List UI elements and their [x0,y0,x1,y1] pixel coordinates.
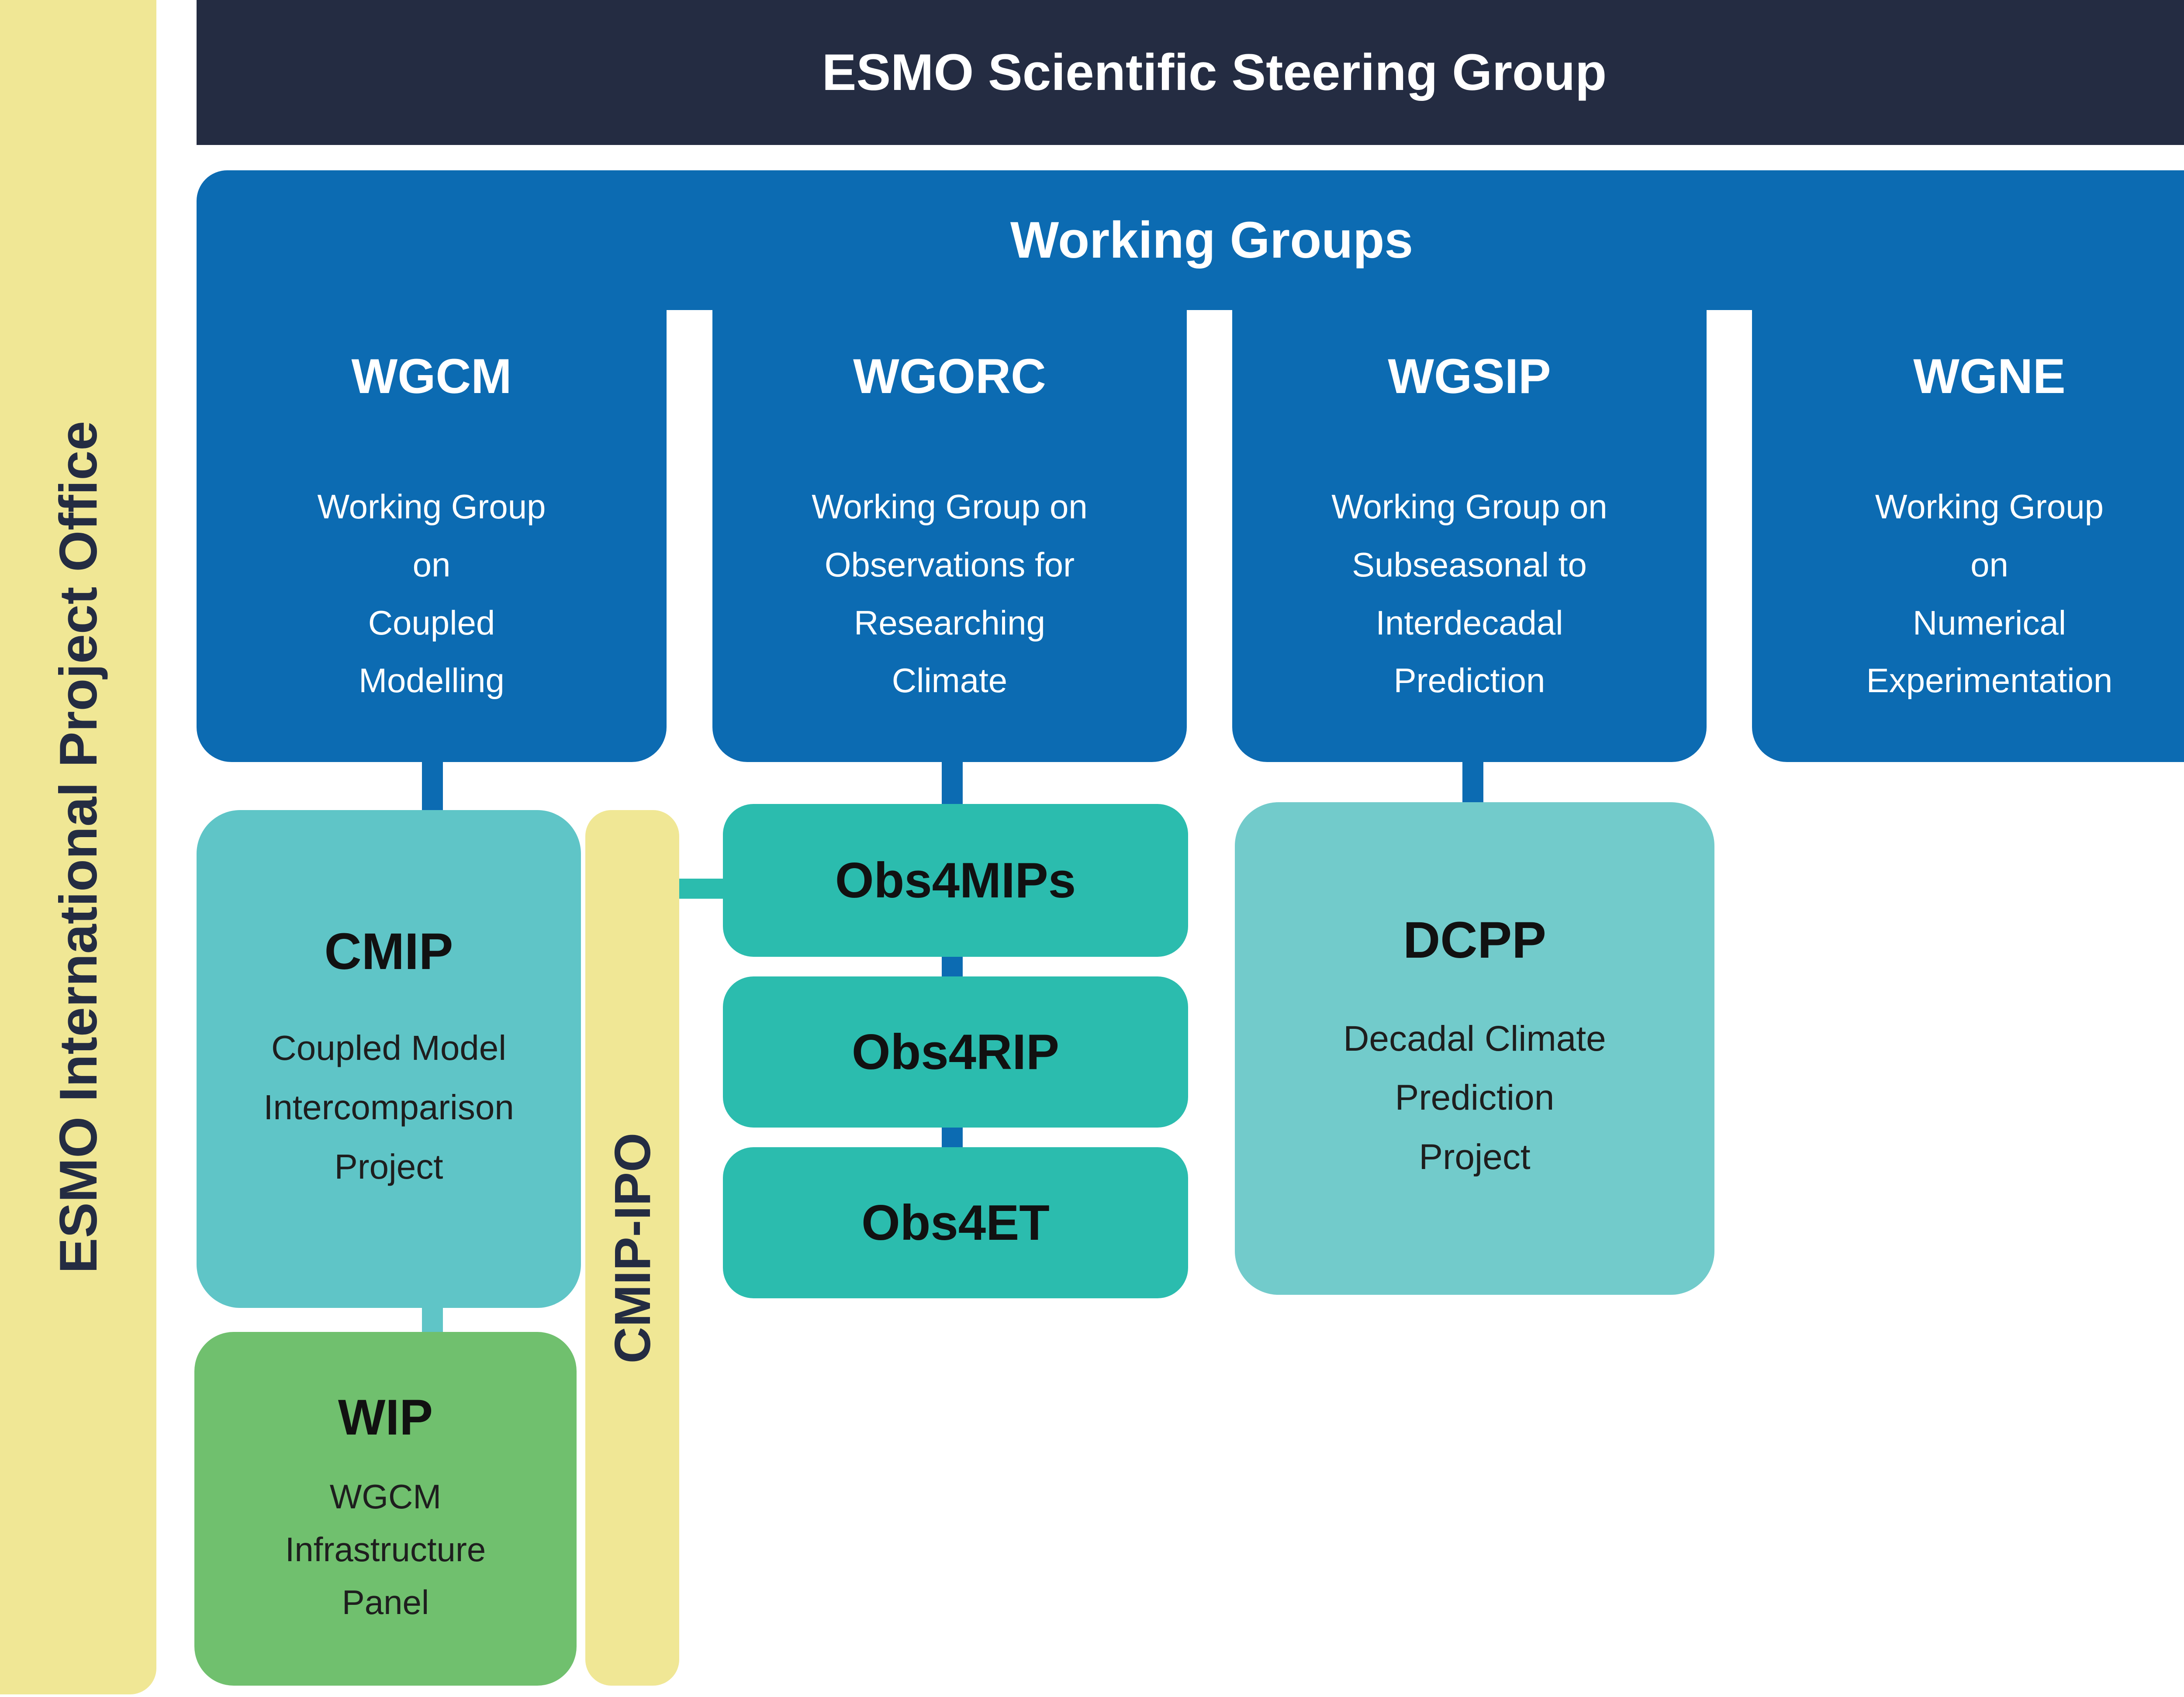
wip-box: WIP WGCM Infrastructure Panel [194,1332,577,1686]
wip-description: WGCM Infrastructure Panel [285,1477,486,1621]
wgne-description: Working Group on Numerical Experimentati… [1866,487,2113,700]
wg-column-wgne: WGNE Working Group on Numerical Experime… [1752,306,2184,762]
connector-wgorc-obs4mips [942,758,963,808]
obs4mips-box: Obs4MIPs [723,804,1188,957]
wg-column-wgorc: WGORC Working Group on Observations for … [712,306,1187,762]
obs4rip-label: Obs4RIP [851,1024,1060,1080]
wgsip-acronym: WGSIP [1388,349,1551,404]
connector-cmipipo-obs4mips [673,879,727,899]
connector-wgcm-cmip [422,758,443,814]
dcpp-box: DCPP Decadal Climate Prediction Project [1235,802,1714,1295]
wgcm-description: Working Group on Coupled Modelling [317,487,546,700]
dcpp-description: Decadal Climate Prediction Project [1343,1019,1606,1177]
obs4mips-label: Obs4MIPs [835,852,1076,908]
cmip-ipo-strip: CMIP-IPO [585,810,679,1686]
steering-group-banner: ESMO Scientific Steering Group [197,0,2184,145]
connector-wgsip-dcpp [1462,758,1483,807]
steering-group-title: ESMO Scientific Steering Group [822,44,1607,101]
sidebar-label: ESMO International Project Office [48,421,108,1274]
cmip-ipo-label: CMIP-IPO [604,1132,661,1363]
obs4et-box: Obs4ET [723,1147,1188,1298]
obs4et-label: Obs4ET [861,1195,1050,1251]
cmip-description: Coupled Model Intercomparison Project [263,1028,514,1186]
connector-obs4rip-obs4et [942,1123,963,1152]
wgorc-acronym: WGORC [853,349,1046,404]
cmip-box: CMIP Coupled Model Intercomparison Proje… [197,810,581,1308]
connector-obs4mips-obs4rip [942,952,963,981]
wgsip-description: Working Group on Subseasonal to Interdec… [1331,487,1607,700]
dcpp-acronym: DCPP [1403,911,1546,969]
wip-acronym: WIP [338,1390,433,1446]
wgorc-description: Working Group on Observations for Resear… [812,487,1088,700]
working-groups-title: Working Groups [1010,211,1413,269]
connector-cmip-wip [422,1304,443,1336]
sidebar-esmo-international-project-office: ESMO International Project Office [0,0,156,1694]
cmip-acronym: CMIP [324,922,453,980]
obs4rip-box: Obs4RIP [723,976,1188,1128]
wg-column-wgcm: WGCM Working Group on Coupled Modelling [197,306,667,762]
wgcm-acronym: WGCM [351,349,512,404]
working-groups-header: Working Groups [197,170,2184,310]
wgne-acronym: WGNE [1913,349,2066,404]
wg-column-wgsip: WGSIP Working Group on Subseasonal to In… [1232,306,1707,762]
